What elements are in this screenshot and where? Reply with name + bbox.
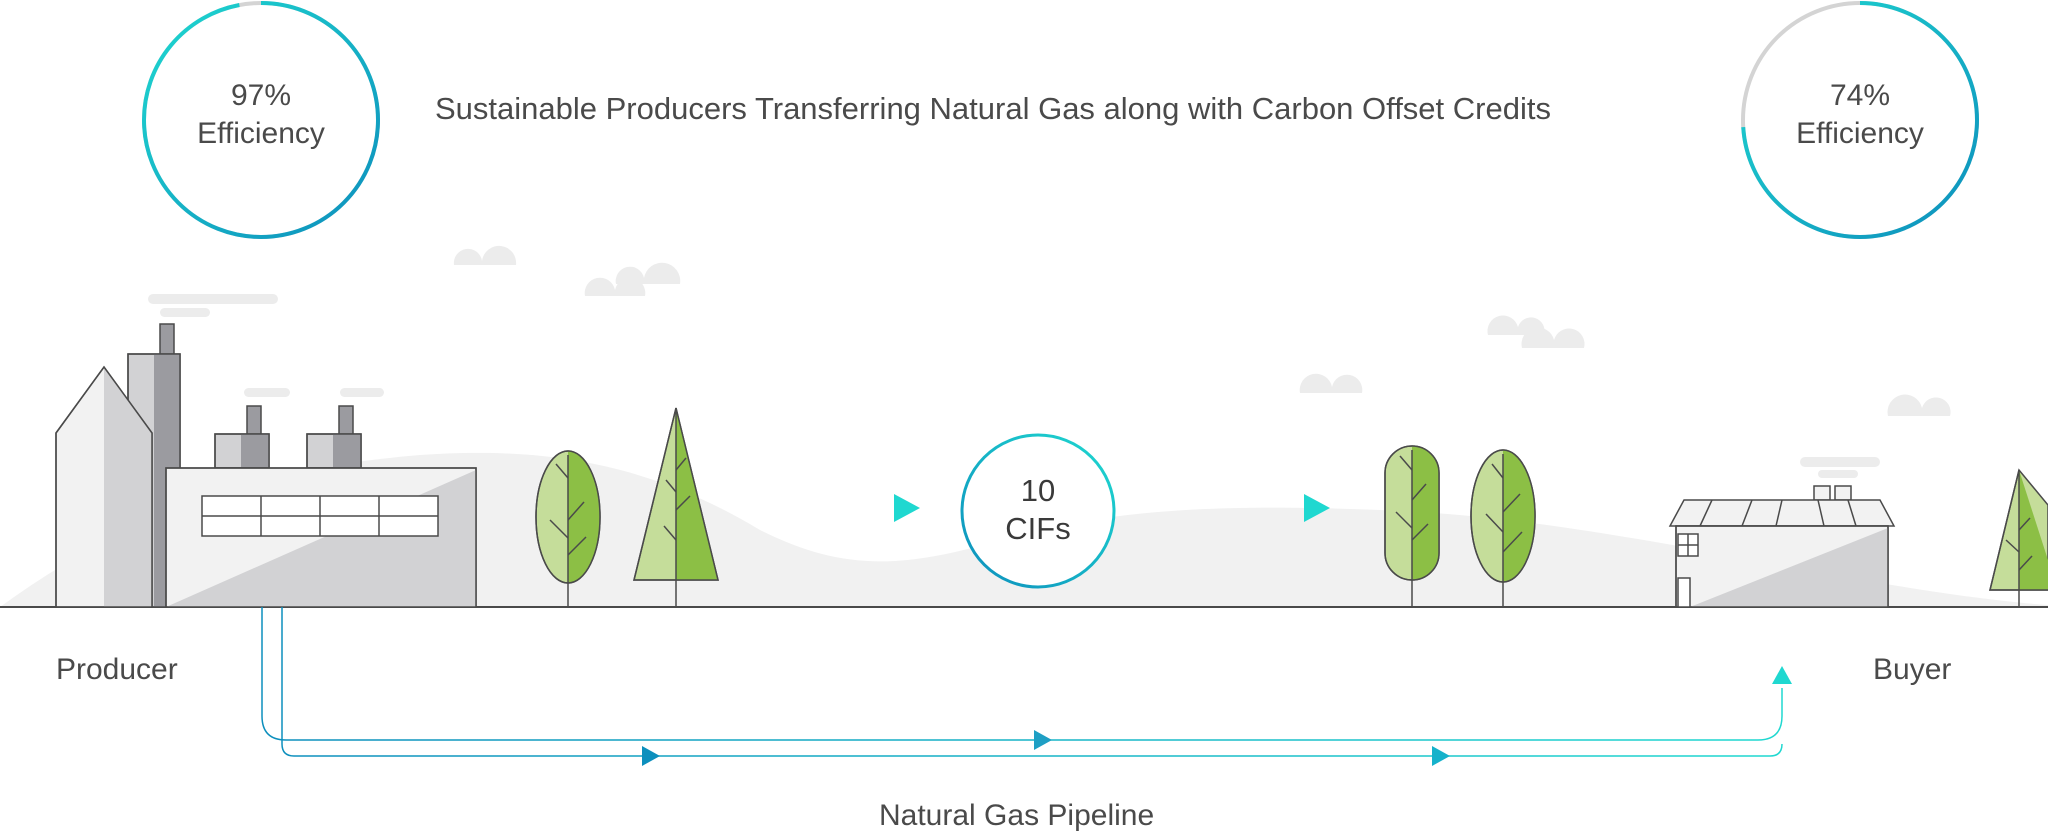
producer-efficiency-percent: 97% <box>230 79 292 112</box>
pipeline-label: Natural Gas Pipeline <box>879 799 1155 832</box>
buyer-efficiency-gauge <box>1741 1 1979 239</box>
cloud-icon <box>1487 315 1585 348</box>
buyer-label: Buyer <box>1873 653 1952 686</box>
pipeline-flow-arrow <box>642 746 660 766</box>
producer-efficiency-label: 97% Efficiency <box>161 77 361 153</box>
producer-efficiency-caption: Efficiency <box>197 117 325 150</box>
cloud-icon <box>148 294 278 317</box>
credits-value: 10 <box>1020 473 1056 508</box>
tree-icon <box>1470 449 1536 607</box>
buyer-efficiency-label: 74% Efficiency <box>1760 77 1960 153</box>
tree-icon <box>1384 445 1440 607</box>
diagram-title: Sustainable Producers Transferring Natur… <box>435 91 1551 126</box>
pipeline-flow-arrow <box>1432 746 1450 766</box>
tree-icon <box>633 407 719 607</box>
credits-unit: CIFs <box>1005 511 1071 546</box>
natural-gas-pipeline <box>261 607 1783 757</box>
factory-icon <box>55 323 477 608</box>
buyer-efficiency-caption: Efficiency <box>1796 117 1924 150</box>
house-icon <box>1668 485 1896 608</box>
tree-icon <box>535 450 601 607</box>
producer-label: Producer <box>56 653 178 686</box>
cloud-icon <box>1800 457 1880 478</box>
credits-label: 10 CIFs <box>978 472 1098 548</box>
cloud-icon <box>244 388 384 397</box>
credits-circle <box>960 433 1116 589</box>
pipeline-arrow-head <box>1772 666 1792 684</box>
tree-icon <box>1989 468 2048 607</box>
pipeline-flow-arrow <box>1034 730 1052 750</box>
cloud-icon <box>1299 373 1363 393</box>
cloud-icon <box>1887 394 1951 416</box>
buyer-efficiency-percent: 74% <box>1829 79 1891 112</box>
cloud-icon <box>584 262 681 296</box>
background-hill <box>0 452 2048 607</box>
producer-efficiency-gauge <box>142 1 380 239</box>
cloud-icon <box>453 245 517 265</box>
credit-arrow-out <box>1158 494 1330 522</box>
credit-arrow-in <box>748 494 920 522</box>
